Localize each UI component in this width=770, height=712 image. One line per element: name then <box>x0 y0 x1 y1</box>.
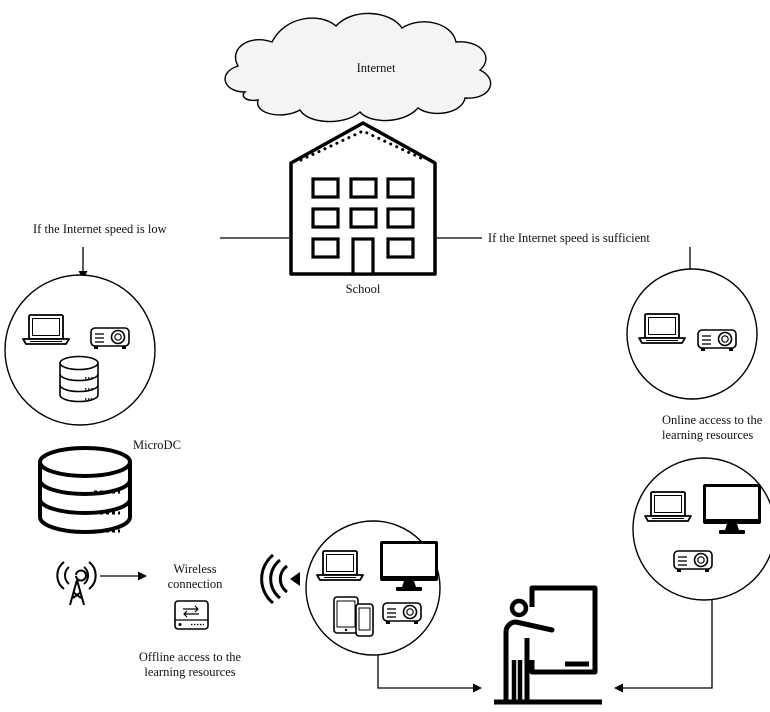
online-classroom-circle <box>626 268 758 400</box>
school-label: School <box>345 282 381 296</box>
laptop-icon <box>638 313 686 344</box>
projector-icon <box>382 602 422 625</box>
online-access-label: Online access to the <box>662 413 763 427</box>
antenna-tower-icon <box>56 561 97 606</box>
offline-to-teacher-arrow <box>377 655 482 693</box>
connection-label: connection <box>167 577 223 591</box>
laptop-icon <box>316 550 364 581</box>
sufficient-speed-label: If the Internet speed is sufficient <box>488 231 650 245</box>
online-to-teacher-arrow <box>614 600 713 693</box>
offline-resources-label: learning resources <box>144 665 236 679</box>
school-building-icon <box>289 121 437 276</box>
laptop-icon <box>644 491 692 522</box>
internet-cloud <box>224 12 492 123</box>
internet-label: Internet <box>356 61 396 75</box>
tablet-phone-icon <box>333 596 374 637</box>
low-speed-label: If the Internet speed is low <box>33 222 167 236</box>
offline-access-label: Offline access to the <box>138 650 242 664</box>
database-icon <box>59 355 99 403</box>
microdc-server-icon <box>38 446 132 534</box>
wifi-signal-icon <box>260 553 300 605</box>
laptop-icon <box>22 314 70 345</box>
school-devices-circle <box>305 520 441 656</box>
teacher-board-icon <box>494 585 602 705</box>
online-resources-label: learning resources <box>662 428 754 442</box>
projector-icon <box>90 327 130 350</box>
offline-classroom-circle <box>4 274 156 426</box>
wireless-label: Wireless <box>173 562 217 576</box>
projector-icon <box>697 329 737 352</box>
router-icon <box>174 600 209 630</box>
online-devices-circle <box>632 457 770 601</box>
microdc-label: MicroDC <box>133 438 181 452</box>
projector-icon <box>673 550 713 573</box>
